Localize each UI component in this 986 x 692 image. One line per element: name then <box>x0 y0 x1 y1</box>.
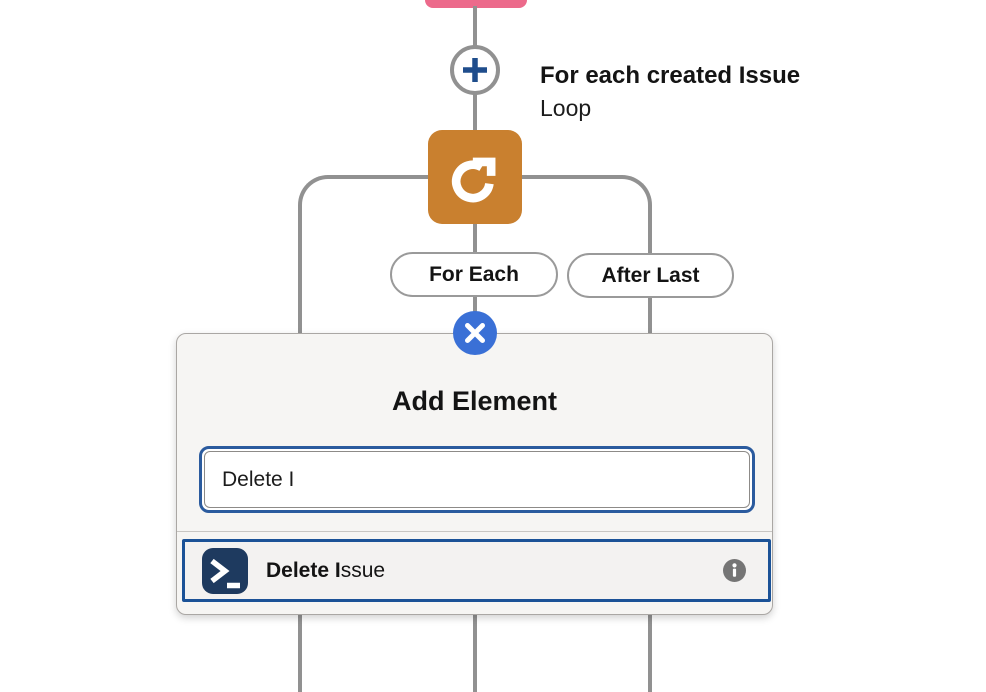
plus-icon <box>463 58 487 82</box>
terminal-icon <box>202 547 248 594</box>
add-element-popup: Add Element Delete Issue <box>176 333 773 615</box>
element-search-field-wrap <box>199 446 755 513</box>
result-label-rest: ssue <box>340 558 386 582</box>
connector-branch-left <box>298 175 428 335</box>
loop-icon <box>451 157 496 203</box>
element-search-input[interactable] <box>204 451 750 508</box>
branch-label-after-last: After Last <box>567 253 734 298</box>
connector-line-pill-to-close <box>473 296 477 314</box>
loop-node-label: For each created Issue Loop <box>540 62 800 121</box>
search-result-delete-issue[interactable]: Delete Issue <box>182 539 771 602</box>
connector-line-bottom-right <box>648 612 652 692</box>
loop-node-title: For each created Issue <box>540 62 801 89</box>
result-label: Delete Issue <box>266 559 385 583</box>
branch-label-text: For Each <box>429 262 519 286</box>
previous-node-stub[interactable] <box>425 0 527 8</box>
popup-divider <box>177 531 772 532</box>
branch-label-for-each: For Each <box>390 252 558 297</box>
connector-line-mid <box>473 224 477 253</box>
branch-label-text: After Last <box>601 263 700 287</box>
connector-line-bottom-center <box>473 612 477 692</box>
info-icon[interactable] <box>723 559 746 582</box>
result-label-match: Delete I <box>266 558 341 582</box>
close-popup-button[interactable] <box>453 311 497 355</box>
close-icon <box>465 323 485 343</box>
loop-node-type: Loop <box>540 95 592 121</box>
connector-line-bottom-left <box>298 612 302 692</box>
loop-node[interactable] <box>428 130 522 224</box>
popup-title: Add Element <box>391 386 558 416</box>
add-element-plus-button[interactable] <box>450 45 500 95</box>
